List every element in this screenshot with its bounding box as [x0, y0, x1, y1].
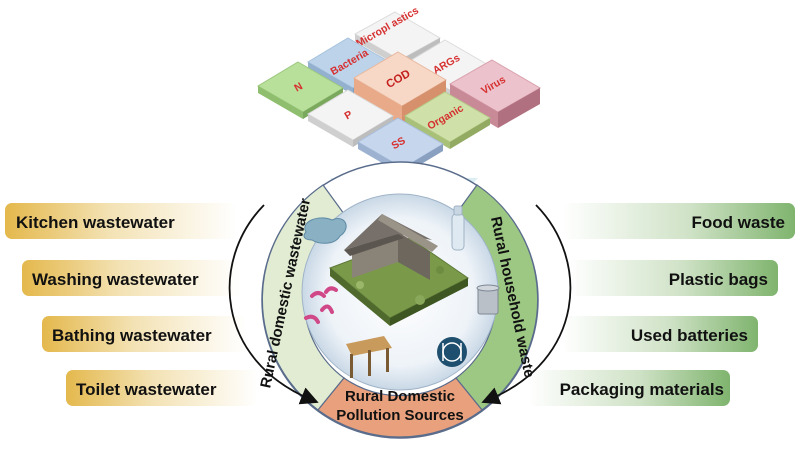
- dining-plate-icon: [437, 337, 467, 367]
- left-label-bar: [42, 316, 246, 352]
- village-scene: [303, 205, 500, 378]
- right-label-bar: [562, 203, 795, 239]
- left-label-bar: [22, 260, 240, 296]
- trash-bin-icon: [476, 284, 500, 315]
- kitchen-wastewater-label: Kitchen wastewater: [16, 213, 175, 232]
- left-arrow: [228, 204, 319, 405]
- bathing-wastewater-label: Bathing wastewater: [52, 326, 212, 345]
- left-label-bar: [66, 370, 258, 406]
- right-label-bar: [568, 260, 778, 296]
- right-labels: Food waste Plastic bags Used batteries P…: [528, 203, 795, 406]
- packaging-materials-label: Packaging materials: [560, 380, 724, 399]
- left-labels: Kitchen wastewater Washing wastewater Ba…: [5, 203, 258, 406]
- toilet-shelter-icon: [346, 336, 392, 378]
- plastic-bottle-icon: [451, 205, 465, 251]
- bacteria-icon: [304, 286, 338, 324]
- plastic-bags-label: Plastic bags: [669, 270, 768, 289]
- pollutant-tiles: Micropl astics Bacteria ARGs COD: [257, 4, 541, 175]
- right-label-bar: [528, 370, 730, 406]
- tile-organic: Organic: [404, 91, 491, 149]
- ring-bottom-line2: Pollution Sources: [336, 407, 464, 424]
- house-icon: [344, 214, 438, 280]
- right-arrow: [481, 204, 572, 405]
- food-waste-label: Food waste: [691, 213, 785, 232]
- right-label-bar: [562, 316, 758, 352]
- used-batteries-label: Used batteries: [631, 326, 748, 345]
- toilet-wastewater-label: Toilet wastewater: [76, 380, 217, 399]
- washing-wastewater-label: Washing wastewater: [32, 270, 199, 289]
- wastewater-puddle: [303, 217, 347, 244]
- left-label-bar: [5, 203, 237, 239]
- ring-bottom-segment: [317, 377, 483, 438]
- ring-bottom-line1: Rural Domestic: [345, 388, 455, 405]
